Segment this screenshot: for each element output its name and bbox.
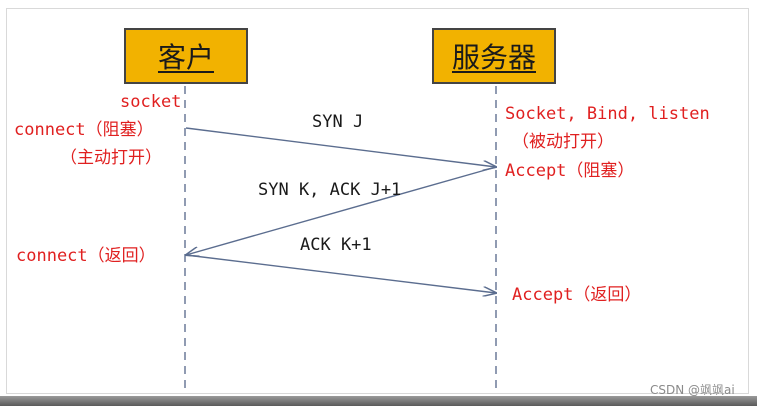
server-accept-block-label: Accept（阻塞） [505, 161, 635, 181]
synack-message-label: SYN K, ACK J+1 [258, 180, 402, 200]
watermark: CSDN @飒飒ai [650, 383, 735, 397]
server-accept-return-label: Accept（返回） [512, 285, 642, 305]
server-socket-bind-listen-label: Socket, Bind, listen [505, 104, 710, 124]
syn-arrow [185, 127, 496, 167]
server-title: 服务器 [451, 41, 536, 74]
client-title: 客户 [157, 41, 214, 74]
client-socket-label: socket [120, 92, 182, 112]
server-passive-open-label: （被动打开） [512, 132, 614, 152]
ack-arrow [185, 254, 496, 293]
client-connect-block-label: connect（阻塞） [14, 120, 154, 140]
ack-message-label: ACK K+1 [300, 235, 372, 255]
server-box: 服务器 [432, 28, 556, 84]
syn-message-label: SYN J [312, 112, 364, 132]
client-connect-return-label: connect（返回） [16, 246, 156, 266]
synack-arrow [186, 166, 497, 255]
client-box: 客户 [124, 28, 248, 84]
client-active-open-label: （主动打开） [60, 148, 162, 168]
bottom-border [0, 396, 757, 406]
